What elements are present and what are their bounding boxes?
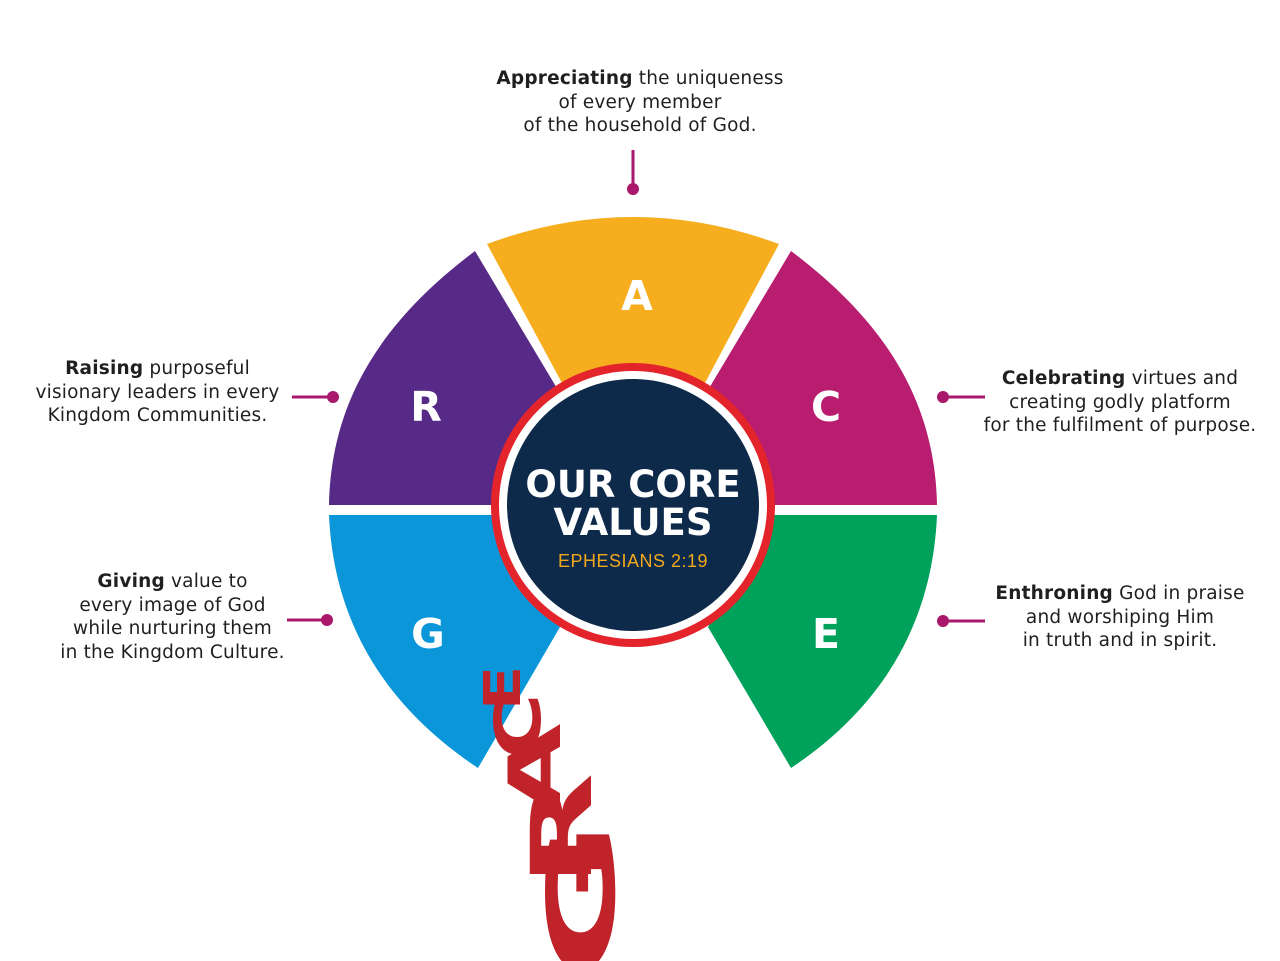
connector-c (937, 391, 985, 403)
svg-text:R: R (410, 383, 442, 431)
caption-keyword: Appreciating (496, 68, 633, 89)
grace-letter-g: G (528, 820, 636, 961)
caption-keyword: Raising (65, 358, 144, 379)
caption-giving: Giving value to every image of God while… (60, 571, 285, 663)
connector-r (292, 391, 339, 403)
hub-subtitle: EPHESIANS 2:19 (558, 551, 708, 571)
segment-appreciating: A (487, 217, 779, 383)
grace-letter-e: E (472, 665, 532, 710)
caption-keyword: Giving (97, 571, 165, 592)
segment-raising: R (329, 251, 558, 505)
caption-enthroning: Enthroning God in praise and worshiping … (995, 583, 1245, 651)
hub-title-line1: OUR CORE (525, 463, 740, 506)
svg-text:A: A (621, 272, 653, 320)
grace-letter-a: A (494, 723, 578, 816)
svg-text:E: E (812, 610, 840, 658)
grace-wordmark: G R A C E (472, 665, 636, 961)
caption-appreciating: Appreciating the uniqueness of every mem… (496, 68, 784, 136)
connector-e (937, 615, 985, 627)
caption-celebrating: Celebrating virtues and creating godly p… (983, 368, 1257, 436)
hub-title-line2: VALUES (554, 501, 713, 544)
connector-a (627, 150, 639, 195)
connector-g (287, 614, 333, 626)
hub: OUR CORE VALUES EPHESIANS 2:19 (491, 363, 775, 647)
segment-celebrating: C (708, 251, 937, 505)
caption-raising: Raising purposeful visionary leaders in … (35, 358, 280, 426)
grace-letter-c: C (482, 693, 555, 759)
segment-enthroning: E (708, 515, 937, 768)
caption-keyword: Enthroning (995, 583, 1114, 604)
grace-letter-r: R (513, 772, 611, 887)
segment-giving: G (329, 515, 560, 768)
caption-keyword: Celebrating (1001, 368, 1126, 389)
svg-text:G: G (411, 610, 445, 658)
svg-text:C: C (811, 383, 841, 431)
